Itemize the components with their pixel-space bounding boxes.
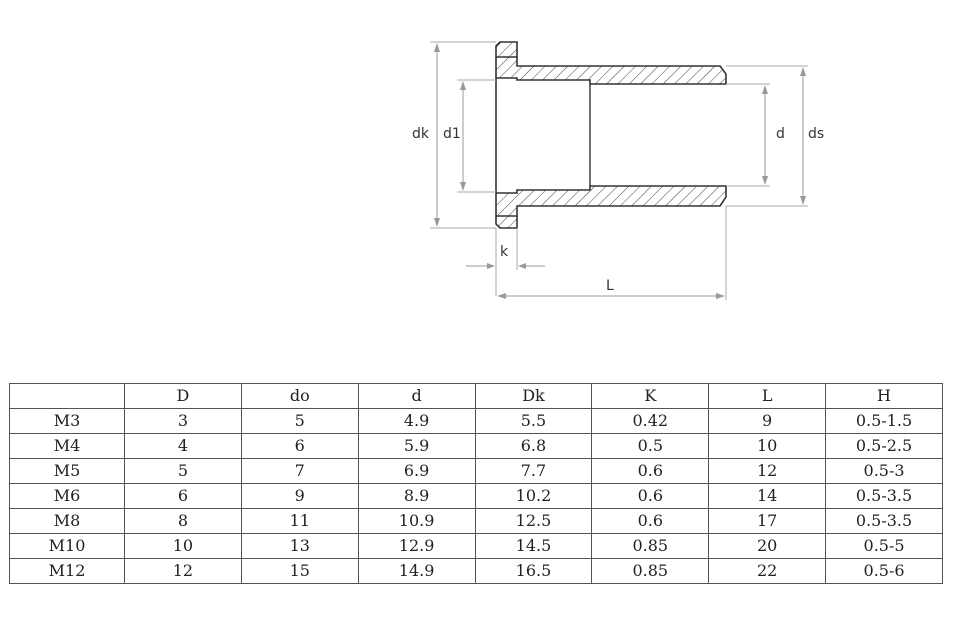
table-cell: 22 xyxy=(708,558,827,584)
table-cell: M12 xyxy=(9,558,125,584)
table-row: M4 4 6 5.9 6.8 0.5 10 0.5-2.5 xyxy=(9,433,943,459)
table-cell: 12.5 xyxy=(474,508,593,534)
table-row: M12 12 15 14.9 16.5 0.85 22 0.5-6 xyxy=(9,558,943,584)
table-cell: 0.85 xyxy=(591,558,710,584)
table-cell: 12 xyxy=(124,558,242,584)
table-cell: M3 xyxy=(9,408,125,434)
dimension-d: d xyxy=(726,83,785,187)
table-cell: 0.5 xyxy=(591,433,710,459)
upper-wall-section xyxy=(495,56,727,85)
table-row: M10 10 13 12.9 14.5 0.85 20 0.5-5 xyxy=(9,533,943,559)
header-cell: K xyxy=(591,383,710,409)
table-cell: 9 xyxy=(708,408,827,434)
table-cell: 17 xyxy=(708,508,827,534)
table-cell: 14 xyxy=(708,483,827,509)
table-cell: 7.7 xyxy=(474,458,593,484)
header-cell: Dk xyxy=(474,383,593,409)
header-cell: do xyxy=(240,383,359,409)
table-cell: M6 xyxy=(9,483,125,509)
table-row: M8 8 11 10.9 12.5 0.6 17 0.5-3.5 xyxy=(9,508,943,534)
label-k: k xyxy=(500,244,509,260)
label-ds: ds xyxy=(808,126,824,142)
label-dk: dk xyxy=(412,126,430,142)
table-cell: 0.5-3 xyxy=(825,458,943,484)
header-cell xyxy=(9,383,125,409)
table-cell: 0.42 xyxy=(591,408,710,434)
rivet-nut-drawing: dk d1 d ds k xyxy=(412,41,824,300)
label-d: d xyxy=(776,126,785,142)
table-cell: 5.5 xyxy=(474,408,593,434)
table-cell: 7 xyxy=(240,458,359,484)
table-row: M6 6 9 8.9 10.2 0.6 14 0.5-3.5 xyxy=(9,483,943,509)
table-cell: 12 xyxy=(708,458,827,484)
table-cell: 4.9 xyxy=(357,408,476,434)
table-cell: 0.85 xyxy=(591,533,710,559)
header-cell: d xyxy=(357,383,476,409)
table-cell: 13 xyxy=(240,533,359,559)
dimension-L: L xyxy=(497,206,727,300)
header-cell: H xyxy=(825,383,943,409)
table-cell: 0.5-2.5 xyxy=(825,433,943,459)
table-cell: 0.6 xyxy=(591,508,710,534)
dimension-k: k xyxy=(466,228,545,296)
flange-head-upper xyxy=(495,41,518,57)
label-L: L xyxy=(606,278,614,294)
table-cell: 10.9 xyxy=(357,508,476,534)
table-header-row: D do d Dk K L H xyxy=(9,383,943,409)
table-cell: 6.9 xyxy=(357,458,476,484)
table-cell: 3 xyxy=(124,408,242,434)
table-cell: 10 xyxy=(708,433,827,459)
dimension-dk: dk xyxy=(412,41,496,229)
table-cell: 5.9 xyxy=(357,433,476,459)
table-cell: 4 xyxy=(124,433,242,459)
table-cell: 20 xyxy=(708,533,827,559)
table-cell: 5 xyxy=(240,408,359,434)
spec-table: D do d Dk K L H M3 3 5 4.9 5.5 0.42 9 0.… xyxy=(9,383,943,584)
table-cell: M10 xyxy=(9,533,125,559)
lower-wall-section xyxy=(495,185,727,217)
table-cell: 0.5-3.5 xyxy=(825,483,943,509)
table-cell: 8 xyxy=(124,508,242,534)
table-cell: 8.9 xyxy=(357,483,476,509)
header-cell: L xyxy=(708,383,827,409)
table-cell: 0.5-5 xyxy=(825,533,943,559)
table-cell: M4 xyxy=(9,433,125,459)
table-cell: 5 xyxy=(124,458,242,484)
table-cell: 6 xyxy=(240,433,359,459)
table-cell: 0.6 xyxy=(591,483,710,509)
table-cell: 10 xyxy=(124,533,242,559)
dimension-ds: ds xyxy=(726,65,824,207)
table-cell: 9 xyxy=(240,483,359,509)
table-cell: 0.5-3.5 xyxy=(825,508,943,534)
table-cell: 14.9 xyxy=(357,558,476,584)
table-cell: 0.5-1.5 xyxy=(825,408,943,434)
table-cell: 15 xyxy=(240,558,359,584)
table-cell: 6 xyxy=(124,483,242,509)
table-cell: 12.9 xyxy=(357,533,476,559)
table-cell: 14.5 xyxy=(474,533,593,559)
table-row: M5 5 7 6.9 7.7 0.6 12 0.5-3 xyxy=(9,458,943,484)
label-d1: d1 xyxy=(443,126,461,142)
table-cell: M5 xyxy=(9,458,125,484)
table-cell: 16.5 xyxy=(474,558,593,584)
table-cell: 0.5-6 xyxy=(825,558,943,584)
table-cell: 6.8 xyxy=(474,433,593,459)
table-cell: 10.2 xyxy=(474,483,593,509)
flange-head-lower xyxy=(495,216,518,229)
table-cell: M8 xyxy=(9,508,125,534)
dimension-d1: d1 xyxy=(443,79,496,193)
header-cell: D xyxy=(124,383,242,409)
table-cell: 0.6 xyxy=(591,458,710,484)
table-row: M3 3 5 4.9 5.5 0.42 9 0.5-1.5 xyxy=(9,408,943,434)
table-cell: 11 xyxy=(240,508,359,534)
